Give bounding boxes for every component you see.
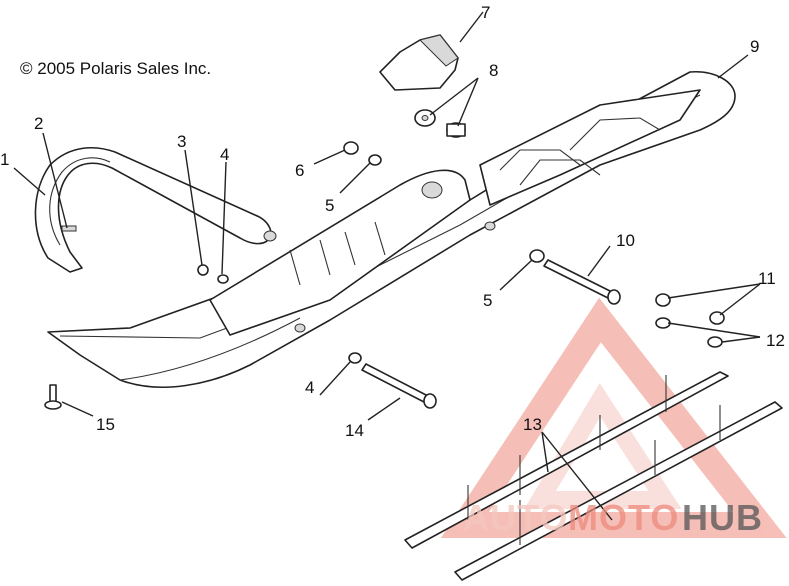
callout-2: 2 — [34, 114, 43, 133]
washer-12-left — [655, 317, 671, 329]
callout-8: 8 — [489, 61, 498, 80]
rivet-15 — [44, 384, 62, 410]
bolt-hole-front — [294, 323, 306, 333]
watermark-hub: HUB — [682, 497, 763, 538]
ski-body — [47, 71, 736, 389]
nut-6 — [343, 141, 359, 155]
hardware-small — [197, 141, 725, 364]
callout-6: 6 — [295, 161, 304, 180]
callout-14: 14 — [345, 421, 364, 440]
bolt-hole-rear — [484, 221, 496, 231]
nut-11-left — [655, 293, 671, 307]
washer-5-lower — [529, 249, 545, 263]
watermark-auto: AUTO — [463, 497, 568, 538]
callout-12: 12 — [766, 331, 785, 350]
callout-13: 13 — [523, 415, 542, 434]
callout-4-lower: 4 — [305, 378, 314, 397]
callout-7: 7 — [481, 3, 490, 22]
washer-5-upper — [368, 154, 382, 166]
loop-mount-hole — [263, 230, 277, 242]
nut-3 — [197, 264, 209, 276]
bolt-14 — [361, 363, 437, 409]
copyright-text: © 2005 Polaris Sales Inc. — [20, 59, 211, 78]
washer-12-right — [707, 336, 723, 348]
callout-9: 9 — [750, 37, 759, 56]
callout-labels: 1 2 3 4 4 5 5 6 7 8 9 10 11 12 13 14 15 — [0, 3, 785, 440]
callout-15: 15 — [96, 415, 115, 434]
washer-4-lower — [348, 352, 362, 364]
watermark-text: AUTO MOTO HUB — [463, 497, 763, 538]
callout-10: 10 — [616, 231, 635, 250]
callout-4-upper: 4 — [220, 145, 229, 164]
saddle-bushing — [414, 109, 466, 138]
ski-saddle — [379, 34, 459, 91]
spindle-hole — [421, 181, 443, 199]
loop-rivet — [61, 225, 77, 232]
callout-5-lower: 5 — [483, 291, 492, 310]
callout-3: 3 — [177, 132, 186, 151]
ski-loop-handle — [34, 147, 277, 273]
callout-1: 1 — [0, 150, 9, 169]
washer-4-upper — [217, 274, 229, 284]
carbide-runners — [404, 371, 783, 581]
bolt-10 — [543, 259, 621, 305]
callout-11: 11 — [758, 269, 776, 288]
callout-5-upper: 5 — [325, 196, 334, 215]
leader-lines — [13, 11, 761, 521]
watermark-moto: MOTO — [568, 497, 679, 538]
